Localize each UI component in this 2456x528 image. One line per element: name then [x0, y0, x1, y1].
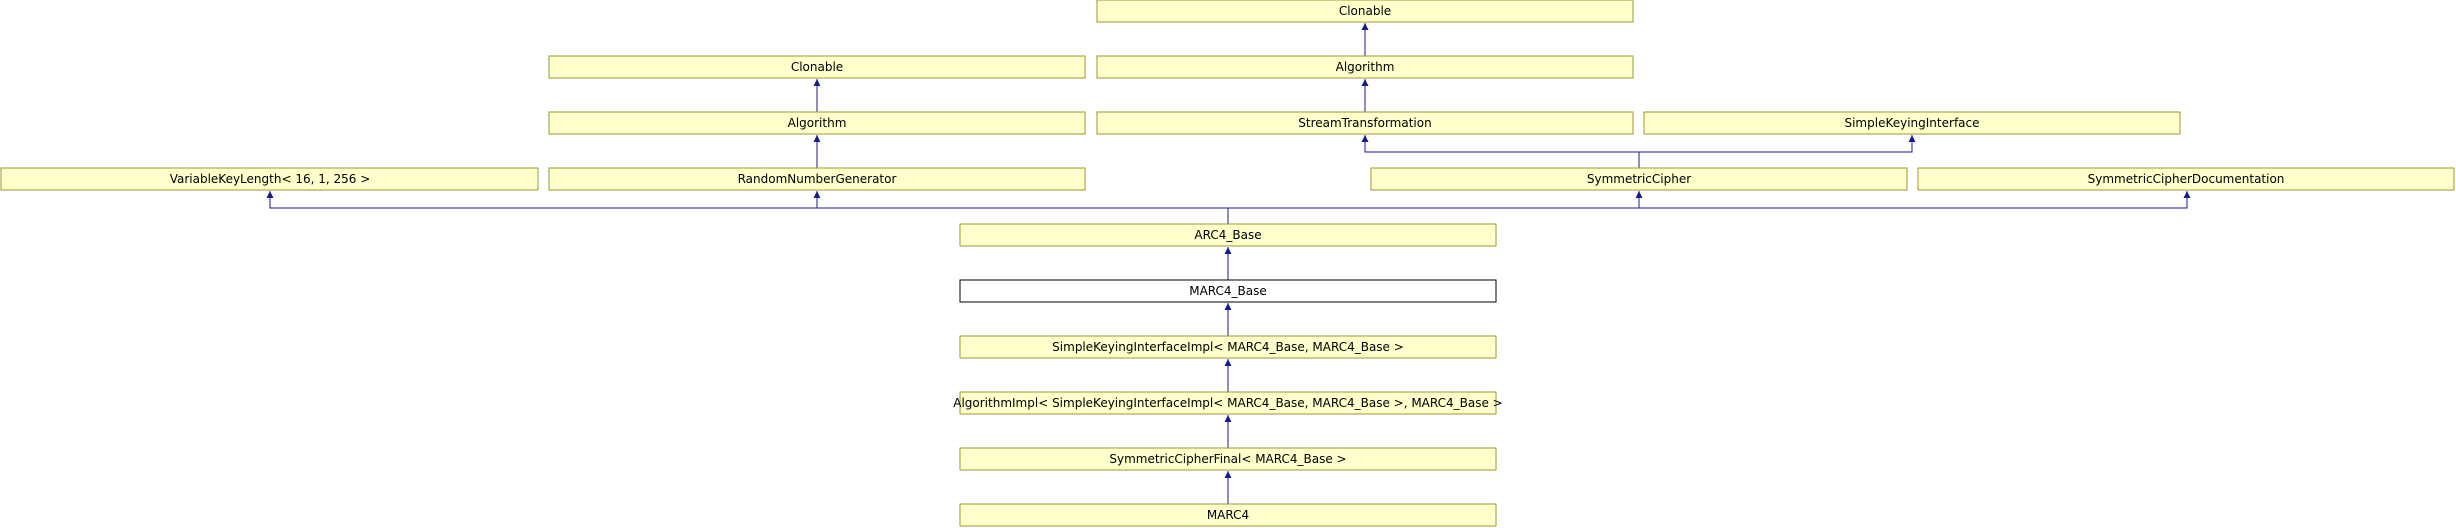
node-simple-keying-interface[interactable]: SimpleKeyingInterface: [1643, 111, 2181, 135]
node-variable-key-length[interactable]: VariableKeyLength< 16, 1, 256 >: [0, 167, 539, 191]
node-label: Clonable: [791, 60, 843, 74]
node-arc4-base[interactable]: ARC4_Base: [959, 223, 1497, 247]
node-label: SimpleKeyingInterfaceImpl< MARC4_Base, M…: [1052, 340, 1404, 354]
node-label: StreamTransformation: [1298, 116, 1431, 130]
node-algorithm-left[interactable]: Algorithm: [548, 111, 1086, 135]
node-symmetric-cipher[interactable]: SymmetricCipher: [1370, 167, 1908, 191]
node-label: SymmetricCipherDocumentation: [2088, 172, 2285, 186]
node-label: VariableKeyLength< 16, 1, 256 >: [170, 172, 371, 186]
edge-symmetric-cipher-to-simple-keying-interface: [1639, 135, 1916, 153]
node-label: SymmetricCipherFinal< MARC4_Base >: [1109, 452, 1346, 466]
edge-symmetric-cipher-junction: [1361, 135, 1640, 168]
node-label: RandomNumberGenerator: [738, 172, 897, 186]
node-label: Clonable: [1339, 4, 1391, 18]
node-label: MARC4_Base: [1189, 284, 1267, 298]
node-random-number-generator[interactable]: RandomNumberGenerator: [548, 167, 1086, 191]
edge-arc4-base-to-symmetric-cipher-documentation: [1639, 191, 2191, 209]
node-clonable-left[interactable]: Clonable: [548, 55, 1086, 79]
node-clonable-top[interactable]: Clonable: [1096, 0, 1634, 23]
node-label: SimpleKeyingInterface: [1844, 116, 1979, 130]
node-algorithm-impl[interactable]: AlgorithmImpl< SimpleKeyingInterfaceImpl…: [953, 391, 1503, 415]
node-label: Algorithm: [1336, 60, 1395, 74]
node-label: MARC4: [1207, 508, 1249, 522]
node-marc4[interactable]: MARC4: [959, 503, 1497, 527]
node-algorithm-right[interactable]: Algorithm: [1096, 55, 1634, 79]
node-stream-transformation[interactable]: StreamTransformation: [1096, 111, 1634, 135]
node-symmetric-cipher-final[interactable]: SymmetricCipherFinal< MARC4_Base >: [959, 447, 1497, 471]
node-label: ARC4_Base: [1194, 228, 1261, 242]
node-label: AlgorithmImpl< SimpleKeyingInterfaceImpl…: [953, 396, 1503, 410]
node-simple-keying-interface-impl[interactable]: SimpleKeyingInterfaceImpl< MARC4_Base, M…: [959, 335, 1497, 359]
edge-arc4-base-to-symmetric-cipher: [1228, 191, 1643, 209]
node-marc4-base[interactable]: MARC4_Base: [959, 279, 1497, 303]
inheritance-edges: [266, 23, 2191, 504]
node-label: Algorithm: [788, 116, 847, 130]
node-symmetric-cipher-documentation[interactable]: SymmetricCipherDocumentation: [1917, 167, 2455, 191]
node-label: SymmetricCipher: [1587, 172, 1691, 186]
edge-arc4-base-junction: [266, 191, 1229, 224]
